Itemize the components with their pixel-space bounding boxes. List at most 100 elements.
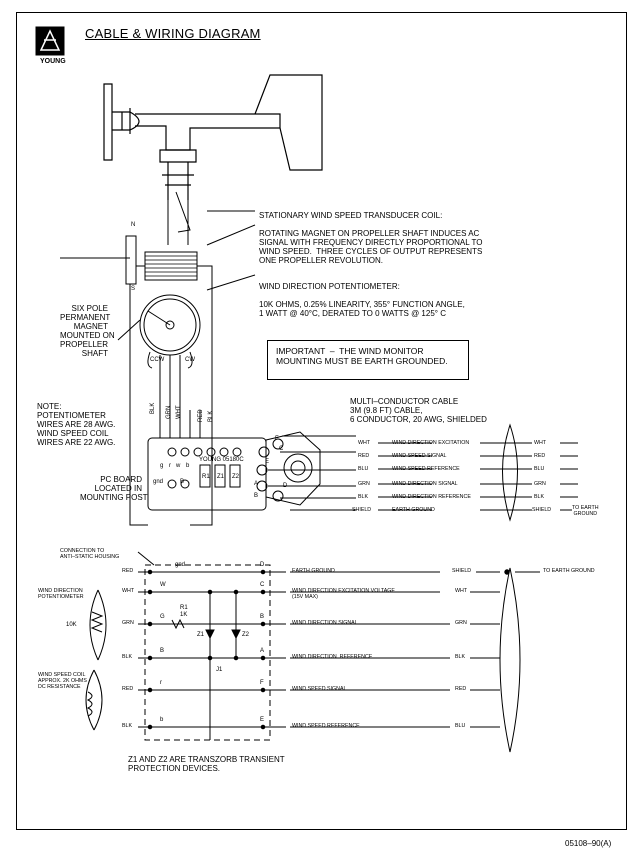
cable-signal: WIND DIRECTION REFERENCE: [392, 494, 471, 500]
board-b-small-label: b: [186, 463, 190, 469]
schematic-cable: SHIELD: [452, 568, 472, 574]
page-border: [16, 12, 627, 830]
terminal-label: A: [254, 481, 259, 487]
page-title: CABLE & WIRING DIAGRAM: [85, 26, 261, 41]
document-number: 05108–90(A): [565, 839, 612, 848]
pot-value: 10K: [66, 622, 77, 628]
schematic-signal: WIND SPEED SIGNAL: [292, 686, 347, 692]
important-box: IMPORTANT – THE WIND MONITOR MOUNTING MU…: [267, 340, 469, 380]
cable-wire-right: RED: [534, 453, 546, 459]
transzorb-footnote: Z1 AND Z2 ARE TRANSZORB TRANSIENT PROTEC…: [128, 755, 285, 773]
cable-signal: WIND DIRECTION EXCITATION: [392, 440, 470, 446]
wire-label: WHT: [176, 405, 182, 419]
cable-signal: WIND SPEED REFERENCE: [392, 466, 460, 472]
terminal-label: E: [265, 459, 270, 465]
board-component: R1: [202, 474, 210, 480]
schematic-wire: RED: [122, 686, 134, 692]
cable-wires: [378, 442, 578, 511]
coil-label: WIND SPEED COIL APPROX. 2K OHMS DC RESIS…: [38, 672, 87, 690]
wire-label: BLK: [150, 402, 156, 414]
board-component: Z2: [232, 474, 240, 480]
cable-signal: EARTH GROUND: [392, 507, 435, 513]
pot-label: WIND DIRECTION POTENTIOMETER: [38, 588, 84, 600]
schematic-node: gnd: [175, 562, 186, 568]
z1-label: Z1: [197, 632, 205, 638]
schematic-term: F: [260, 680, 264, 686]
cable-wire-left: SHIELD: [352, 507, 372, 513]
vane-body-icon: [135, 74, 323, 200]
cable-wire-right: GRN: [534, 481, 546, 487]
schematic-end: TO EARTH GROUND: [543, 568, 595, 574]
board-w-label: w: [176, 463, 181, 469]
terminal-label: D: [283, 483, 288, 489]
schematic-wire: BLK: [122, 723, 133, 729]
magnet-south-label: S: [131, 286, 136, 292]
mounting-post-icon: [167, 191, 256, 291]
transducer-description: STATIONARY WIND SPEED TRANSDUCER COIL: R…: [259, 211, 483, 265]
schematic-cable: BLU: [455, 723, 466, 729]
schematic-cable: WHT: [455, 588, 468, 594]
cable-wire-left: GRN: [358, 481, 370, 487]
schematic-term: D: [260, 562, 265, 568]
schematic-wire: RED: [122, 568, 134, 574]
board-b-label: B: [180, 479, 185, 485]
cable-signal: WIND DIRECTION SIGNAL: [392, 481, 458, 487]
cable-wire-left: BLU: [358, 466, 369, 472]
schematic-signal: WIND SPEED REFERENCE: [292, 723, 360, 729]
terminal-label: B: [254, 493, 259, 499]
schematic-cable: RED: [455, 686, 467, 692]
schematic-node: G: [160, 614, 165, 620]
terminal-label: C: [279, 446, 284, 452]
board-component: Z1: [217, 474, 225, 480]
board-r-label: r: [169, 463, 171, 469]
schematic-nodes: [147, 569, 510, 730]
j1-label: J1: [216, 667, 223, 673]
schematic-signal: WIND DIRECTION EXCITATION VOLTAGE (15V M…: [292, 588, 395, 600]
schematic-wire: BLK: [122, 654, 133, 660]
board-label: YOUNG 05180C: [199, 457, 244, 463]
schematic-cable: GRN: [455, 620, 467, 626]
schematic-term: B: [260, 614, 265, 620]
schematic-term: E: [260, 717, 265, 723]
pc-board-icon: [147, 410, 267, 511]
schematic-node: B: [160, 648, 165, 654]
schematic-lines: [85, 551, 540, 753]
schematic-cable: BLK: [455, 654, 466, 660]
cable-earth-label: TO EARTH GROUND: [572, 505, 599, 517]
ccw-label: CCW: [150, 357, 165, 363]
potentiometer-icon: [117, 294, 201, 410]
wire-gauge-note: NOTE: POTENTIOMETER WIRES ARE 28 AWG. WI…: [37, 402, 116, 447]
schematic-term: A: [260, 648, 265, 654]
magnet-label: SIX POLE PERMANENT MAGNET MOUNTED ON PRO…: [60, 304, 115, 358]
cable-signal: WIND SPEED SIGNAL: [392, 453, 447, 459]
schematic-signal: EARTH GROUND: [292, 568, 335, 574]
potentiometer-description: WIND DIRECTION POTENTIOMETER: 10K OHMS, …: [259, 282, 465, 318]
propeller-icon: [103, 83, 140, 161]
pc-board-label: PC BOARD LOCATED IN MOUNTING POST: [80, 475, 148, 502]
board-gnd-label: gnd: [153, 479, 164, 485]
speed-coil-icon: [129, 251, 213, 526]
schematic-term: C: [260, 582, 265, 588]
schematic-signal: WIND DIRECTION SIGNAL: [292, 620, 358, 626]
schematic-wire: WHT: [122, 588, 135, 594]
terminal-label: F: [275, 436, 279, 442]
board-g-label: g: [160, 463, 164, 469]
schematic-node: W: [160, 582, 166, 588]
connector-icon: [256, 423, 518, 522]
schematic-node: r: [160, 680, 162, 686]
cable-wire-right: BLK: [534, 494, 545, 500]
wire-label: GRN: [166, 405, 172, 419]
wire-label: RED: [198, 409, 204, 422]
cable-wire-left: BLK: [358, 494, 369, 500]
cable-description: MULTI–CONDUCTOR CABLE 3M (9.8 FT) CABLE,…: [350, 397, 487, 424]
antistatic-label: CONNECTION TO ANTI–STATIC HOUSING: [60, 548, 120, 560]
young-logo-icon: [35, 26, 65, 56]
r1-label: R1 1K: [180, 605, 188, 618]
magnet-icon: [60, 235, 137, 285]
z2-label: Z2: [242, 632, 250, 638]
schematic-node: b: [160, 717, 164, 723]
cable-wire-right: SHIELD: [532, 507, 552, 513]
schematic-signal: WIND DIRECTION REFERENCE: [292, 654, 373, 660]
logo-text: YOUNG: [40, 58, 66, 65]
